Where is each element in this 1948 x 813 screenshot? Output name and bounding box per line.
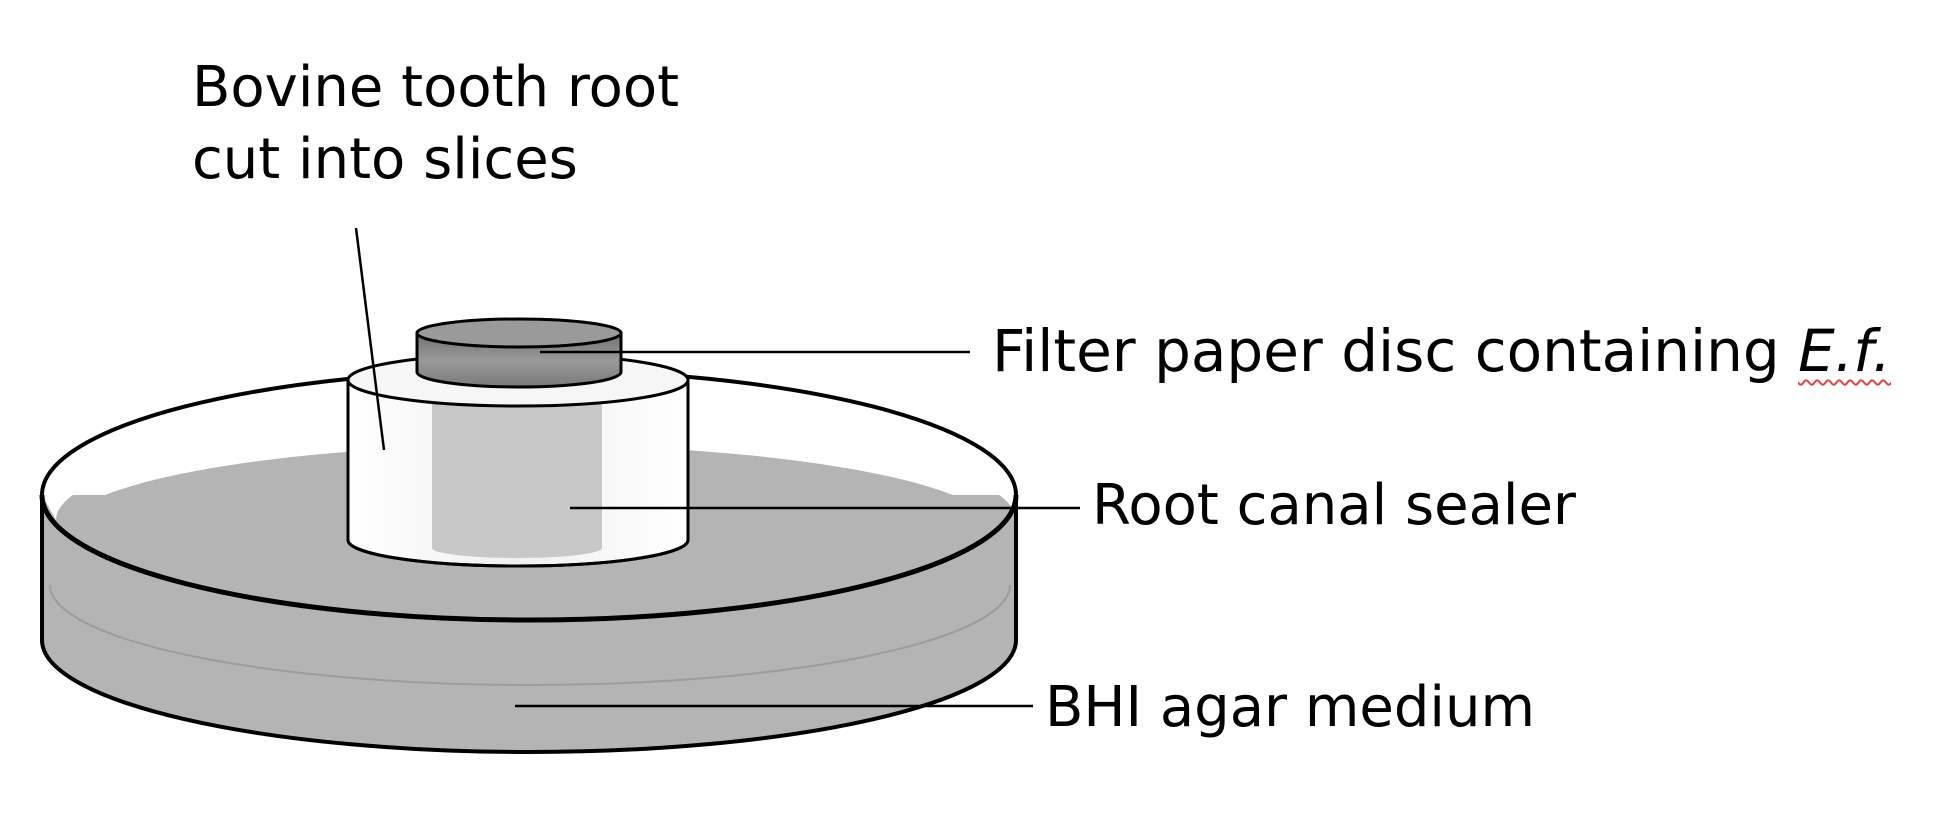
label-bovine-tooth-root: Bovine tooth root cut into slices xyxy=(192,52,679,196)
label-bovine-tooth-root-line1: Bovine tooth root xyxy=(192,55,680,120)
label-bhi-agar-medium: BHI agar medium xyxy=(1045,675,1535,740)
label-root-canal-sealer: Root canal sealer xyxy=(1092,473,1576,538)
root-canal-sealer xyxy=(432,398,602,548)
leader-line-tooth xyxy=(354,227,386,451)
disc-top xyxy=(415,317,623,349)
label-filter-paper-disc: Filter paper disc containing E.f. xyxy=(992,322,1891,380)
agar-level-line xyxy=(49,584,1011,686)
dish-front-lip xyxy=(39,494,1019,623)
label-bovine-tooth-root-line2: cut into slices xyxy=(192,127,578,192)
label-filter-prefix: Filter paper disc containing xyxy=(992,317,1799,385)
filter-paper-disc xyxy=(415,317,623,389)
label-organism-abbrev: E.f. xyxy=(1798,317,1892,385)
dish-inner-wall xyxy=(42,370,1016,520)
petri-dish xyxy=(39,368,1019,754)
dish-wall xyxy=(40,495,1018,754)
sealer-bottom xyxy=(432,548,602,558)
slice-bottom-edge xyxy=(346,539,690,568)
